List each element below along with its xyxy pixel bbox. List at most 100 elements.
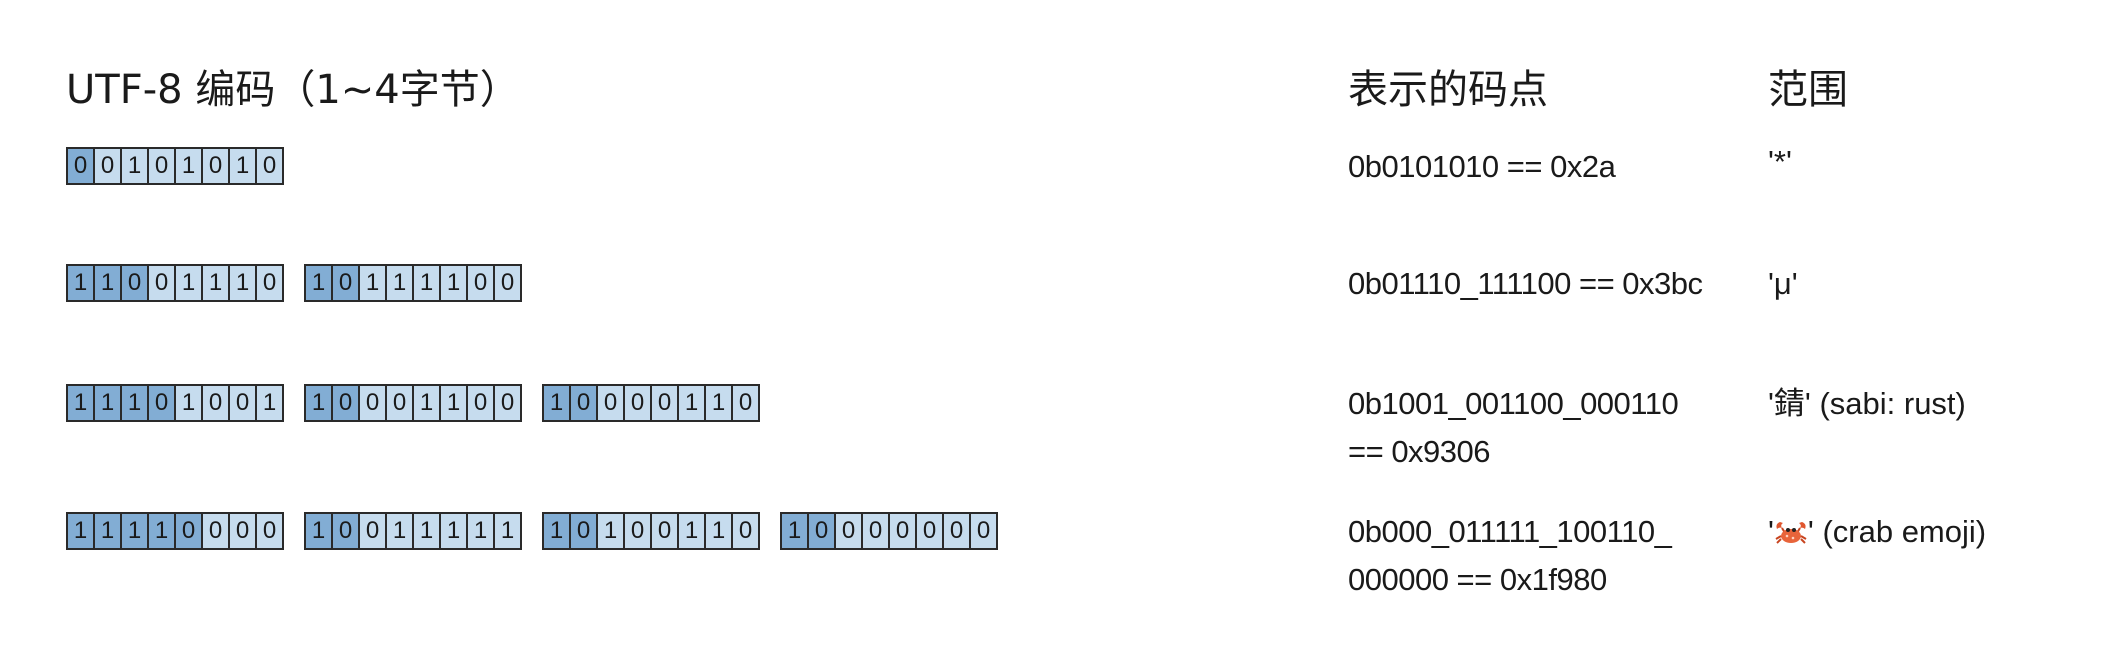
payload-bit: 0: [201, 147, 230, 185]
range-header: 范围: [1768, 67, 1848, 113]
prefix-bit: 1: [304, 384, 333, 422]
prefix-bit: 0: [120, 264, 149, 302]
prefix-bit: 1: [66, 512, 95, 550]
payload-bit: 0: [255, 147, 284, 185]
payload-bit: 0: [623, 512, 652, 550]
range-3byte: '錆' (sabi: rust): [1768, 386, 1966, 421]
prefix-bit: 1: [120, 512, 149, 550]
prefix-bit: 0: [147, 384, 176, 422]
prefix-bit: 1: [780, 512, 809, 550]
payload-bit: 0: [493, 384, 522, 422]
payload-bit: 0: [731, 512, 760, 550]
prefix-bit: 0: [331, 264, 360, 302]
code-point-header: 表示的码点: [1348, 67, 1548, 113]
payload-bit: 1: [677, 512, 706, 550]
payload-bit: 1: [174, 384, 203, 422]
payload-bit: 1: [228, 264, 257, 302]
prefix-bit: 1: [147, 512, 176, 550]
payload-bit: 0: [255, 264, 284, 302]
payload-bit: 0: [731, 384, 760, 422]
payload-bit: 1: [439, 512, 468, 550]
payload-bit: 0: [861, 512, 890, 550]
payload-bit: 0: [147, 264, 176, 302]
code-point-line: 0b0101010 == 0x2a: [1348, 149, 1616, 184]
payload-bit: 1: [412, 264, 441, 302]
payload-bit: 1: [174, 147, 203, 185]
payload-bit: 1: [596, 512, 625, 550]
payload-bit: 0: [466, 384, 495, 422]
code-point-line: 0b1001_001100_000110: [1348, 386, 1679, 421]
payload-bit: 1: [174, 264, 203, 302]
payload-bit: 1: [385, 512, 414, 550]
range-quote: ': [1768, 514, 1774, 549]
payload-bit: 0: [834, 512, 863, 550]
payload-bit: 1: [704, 512, 733, 550]
prefix-bit: 1: [304, 512, 333, 550]
code-point-4byte: 0b000_011111_100110_ 000000 == 0x1f980: [1348, 508, 1672, 604]
payload-bit: 1: [439, 264, 468, 302]
payload-bit: 0: [969, 512, 998, 550]
prefix-bit: 0: [331, 384, 360, 422]
payload-bit: 1: [358, 264, 387, 302]
payload-bit: 1: [412, 512, 441, 550]
payload-bit: 1: [466, 512, 495, 550]
payload-bit: 0: [466, 264, 495, 302]
payload-bit: 0: [493, 264, 522, 302]
payload-bit: 0: [93, 147, 122, 185]
crab-emoji-icon: [1774, 512, 1808, 560]
payload-bit: 0: [623, 384, 652, 422]
range-2byte: 'μ': [1768, 266, 1798, 301]
encoding-header: UTF-8 编码（1~4字节）: [66, 67, 520, 113]
range-4byte: ' ' (crab emoji): [1768, 508, 1986, 560]
prefix-bit: 1: [93, 384, 122, 422]
prefix-bit: 1: [93, 264, 122, 302]
prefix-bit: 1: [93, 512, 122, 550]
payload-bit: 0: [942, 512, 971, 550]
payload-bit: 0: [228, 512, 257, 550]
payload-bit: 0: [201, 512, 230, 550]
code-point-line: == 0x9306: [1348, 434, 1491, 469]
prefix-bit: 0: [331, 512, 360, 550]
payload-bit: 0: [201, 384, 230, 422]
payload-bit: 1: [201, 264, 230, 302]
payload-bit: 1: [493, 512, 522, 550]
code-point-2byte: 0b01110_111100 == 0x3bc: [1348, 260, 1703, 308]
payload-bit: 0: [650, 512, 679, 550]
prefix-bit: 0: [569, 512, 598, 550]
payload-bit: 1: [412, 384, 441, 422]
payload-bit: 1: [385, 264, 414, 302]
payload-bit: 0: [915, 512, 944, 550]
payload-bit: 1: [677, 384, 706, 422]
payload-bit: 0: [147, 147, 176, 185]
payload-bit: 1: [228, 147, 257, 185]
payload-bit: 1: [704, 384, 733, 422]
code-point-line: 0b000_011111_100110_: [1348, 514, 1672, 549]
code-point-line: 000000 == 0x1f980: [1348, 562, 1607, 597]
code-point-3byte: 0b1001_001100_000110 == 0x9306: [1348, 380, 1679, 476]
prefix-bit: 1: [66, 384, 95, 422]
payload-bit: 1: [439, 384, 468, 422]
prefix-bit: 0: [807, 512, 836, 550]
code-point-1byte: 0b0101010 == 0x2a: [1348, 143, 1616, 191]
payload-bit: 0: [385, 384, 414, 422]
payload-bit: 0: [650, 384, 679, 422]
code-point-line: 0b01110_111100 == 0x3bc: [1348, 266, 1703, 301]
payload-bit: 0: [358, 512, 387, 550]
prefix-bit: 0: [569, 384, 598, 422]
prefix-bit: 1: [542, 512, 571, 550]
prefix-bit: 0: [174, 512, 203, 550]
prefix-bit: 0: [66, 147, 95, 185]
payload-bit: 0: [888, 512, 917, 550]
prefix-bit: 1: [542, 384, 571, 422]
